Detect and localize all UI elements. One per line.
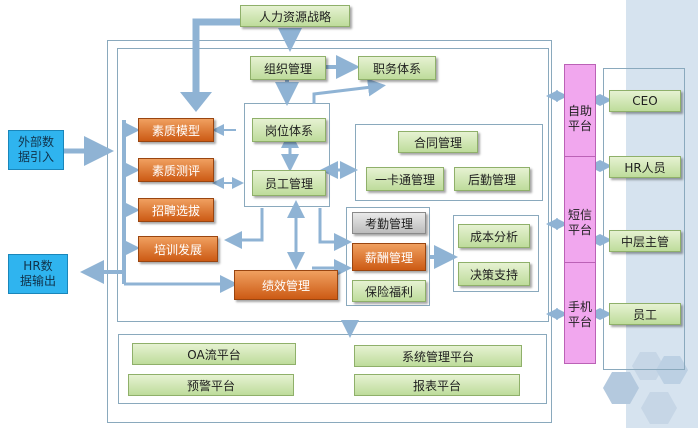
performance-label: 绩效管理 bbox=[261, 278, 310, 293]
cost-analysis-box: 成本分析 bbox=[458, 224, 530, 248]
org-mgmt-label: 组织管理 bbox=[263, 61, 312, 76]
system-platform-label: 系统管理平台 bbox=[401, 349, 474, 364]
external-data-in-label: 外部数 据引入 bbox=[17, 135, 54, 164]
report-platform-box: 报表平台 bbox=[354, 374, 520, 396]
self-service-platform: 自助 平台 bbox=[564, 86, 596, 152]
alert-platform-label: 预警平台 bbox=[186, 378, 235, 393]
card-mgmt-box: 一卡通管理 bbox=[366, 167, 444, 191]
training-box: 培训发展 bbox=[138, 236, 218, 262]
position-system-label: 职务体系 bbox=[372, 61, 421, 76]
hr-data-out-label: HR数 据输出 bbox=[19, 259, 56, 288]
oa-platform-box: OA流平台 bbox=[132, 343, 296, 365]
insurance-welfare-label: 保险福利 bbox=[364, 284, 413, 299]
quality-model-label: 素质模型 bbox=[151, 123, 200, 138]
decision-support-label: 决策支持 bbox=[469, 267, 518, 282]
role-employee-box: 员工 bbox=[609, 303, 681, 325]
role-hr-label: HR人员 bbox=[624, 160, 666, 175]
role-hr-box: HR人员 bbox=[609, 156, 681, 178]
contract-mgmt-box: 合同管理 bbox=[398, 131, 478, 153]
inner-frame bbox=[117, 48, 549, 322]
attendance-mgmt-box: 考勤管理 bbox=[352, 212, 426, 234]
salary-mgmt-box: 薪酬管理 bbox=[352, 243, 426, 271]
channel-column bbox=[564, 64, 596, 364]
role-ceo-box: CEO bbox=[609, 90, 681, 112]
org-mgmt-box: 组织管理 bbox=[250, 56, 326, 80]
role-employee-label: 员工 bbox=[632, 307, 657, 322]
logistics-mgmt-box: 后勤管理 bbox=[454, 167, 530, 191]
role-middle-mgr-label: 中层主管 bbox=[620, 234, 669, 249]
insurance-welfare-box: 保险福利 bbox=[352, 280, 426, 302]
report-platform-label: 报表平台 bbox=[412, 378, 461, 393]
quality-eval-label: 素质测评 bbox=[151, 163, 200, 178]
quality-eval-box: 素质测评 bbox=[138, 158, 214, 182]
self-service-label: 自助 平台 bbox=[567, 104, 592, 133]
compensation-frame bbox=[346, 207, 430, 306]
oa-platform-label: OA流平台 bbox=[187, 347, 241, 362]
mobile-platform: 手机 平台 bbox=[564, 282, 596, 348]
external-data-in-box: 外部数 据引入 bbox=[8, 130, 64, 170]
logistics-mgmt-label: 后勤管理 bbox=[467, 172, 516, 187]
hr-strategy-label: 人力资源战略 bbox=[258, 9, 331, 24]
sms-platform: 短信 平台 bbox=[564, 190, 596, 256]
mobile-label: 手机 平台 bbox=[567, 300, 592, 329]
employee-mgmt-box: 员工管理 bbox=[252, 170, 326, 196]
salary-mgmt-label: 薪酬管理 bbox=[364, 250, 413, 265]
roles-frame bbox=[603, 68, 685, 370]
alert-platform-box: 预警平台 bbox=[128, 374, 294, 396]
decision-support-box: 决策支持 bbox=[458, 262, 530, 286]
attendance-mgmt-label: 考勤管理 bbox=[364, 216, 413, 231]
hr-strategy-box: 人力资源战略 bbox=[240, 5, 350, 27]
system-platform-box: 系统管理平台 bbox=[354, 345, 522, 367]
role-middle-mgr-box: 中层主管 bbox=[609, 230, 681, 252]
performance-box: 绩效管理 bbox=[234, 270, 338, 300]
recruit-box: 招聘选拔 bbox=[138, 198, 214, 222]
sms-label: 短信 平台 bbox=[567, 208, 592, 237]
post-system-label: 岗位体系 bbox=[264, 123, 313, 138]
position-system-box: 职务体系 bbox=[358, 56, 436, 80]
post-system-box: 岗位体系 bbox=[252, 118, 326, 142]
role-ceo-label: CEO bbox=[632, 94, 658, 108]
card-mgmt-label: 一卡通管理 bbox=[374, 172, 435, 187]
channel-divider-1 bbox=[564, 156, 596, 157]
platforms-frame bbox=[118, 334, 547, 404]
employee-mgmt-label: 员工管理 bbox=[264, 176, 313, 191]
contract-mgmt-label: 合同管理 bbox=[413, 135, 462, 150]
training-label: 培训发展 bbox=[153, 242, 202, 257]
quality-model-box: 素质模型 bbox=[138, 118, 214, 142]
cost-analysis-label: 成本分析 bbox=[469, 229, 518, 244]
hr-data-out-box: HR数 据输出 bbox=[8, 254, 68, 294]
channel-divider-2 bbox=[564, 262, 596, 263]
strategy-arrowhead bbox=[180, 92, 212, 112]
outer-frame bbox=[107, 40, 552, 423]
recruit-label: 招聘选拔 bbox=[151, 203, 200, 218]
